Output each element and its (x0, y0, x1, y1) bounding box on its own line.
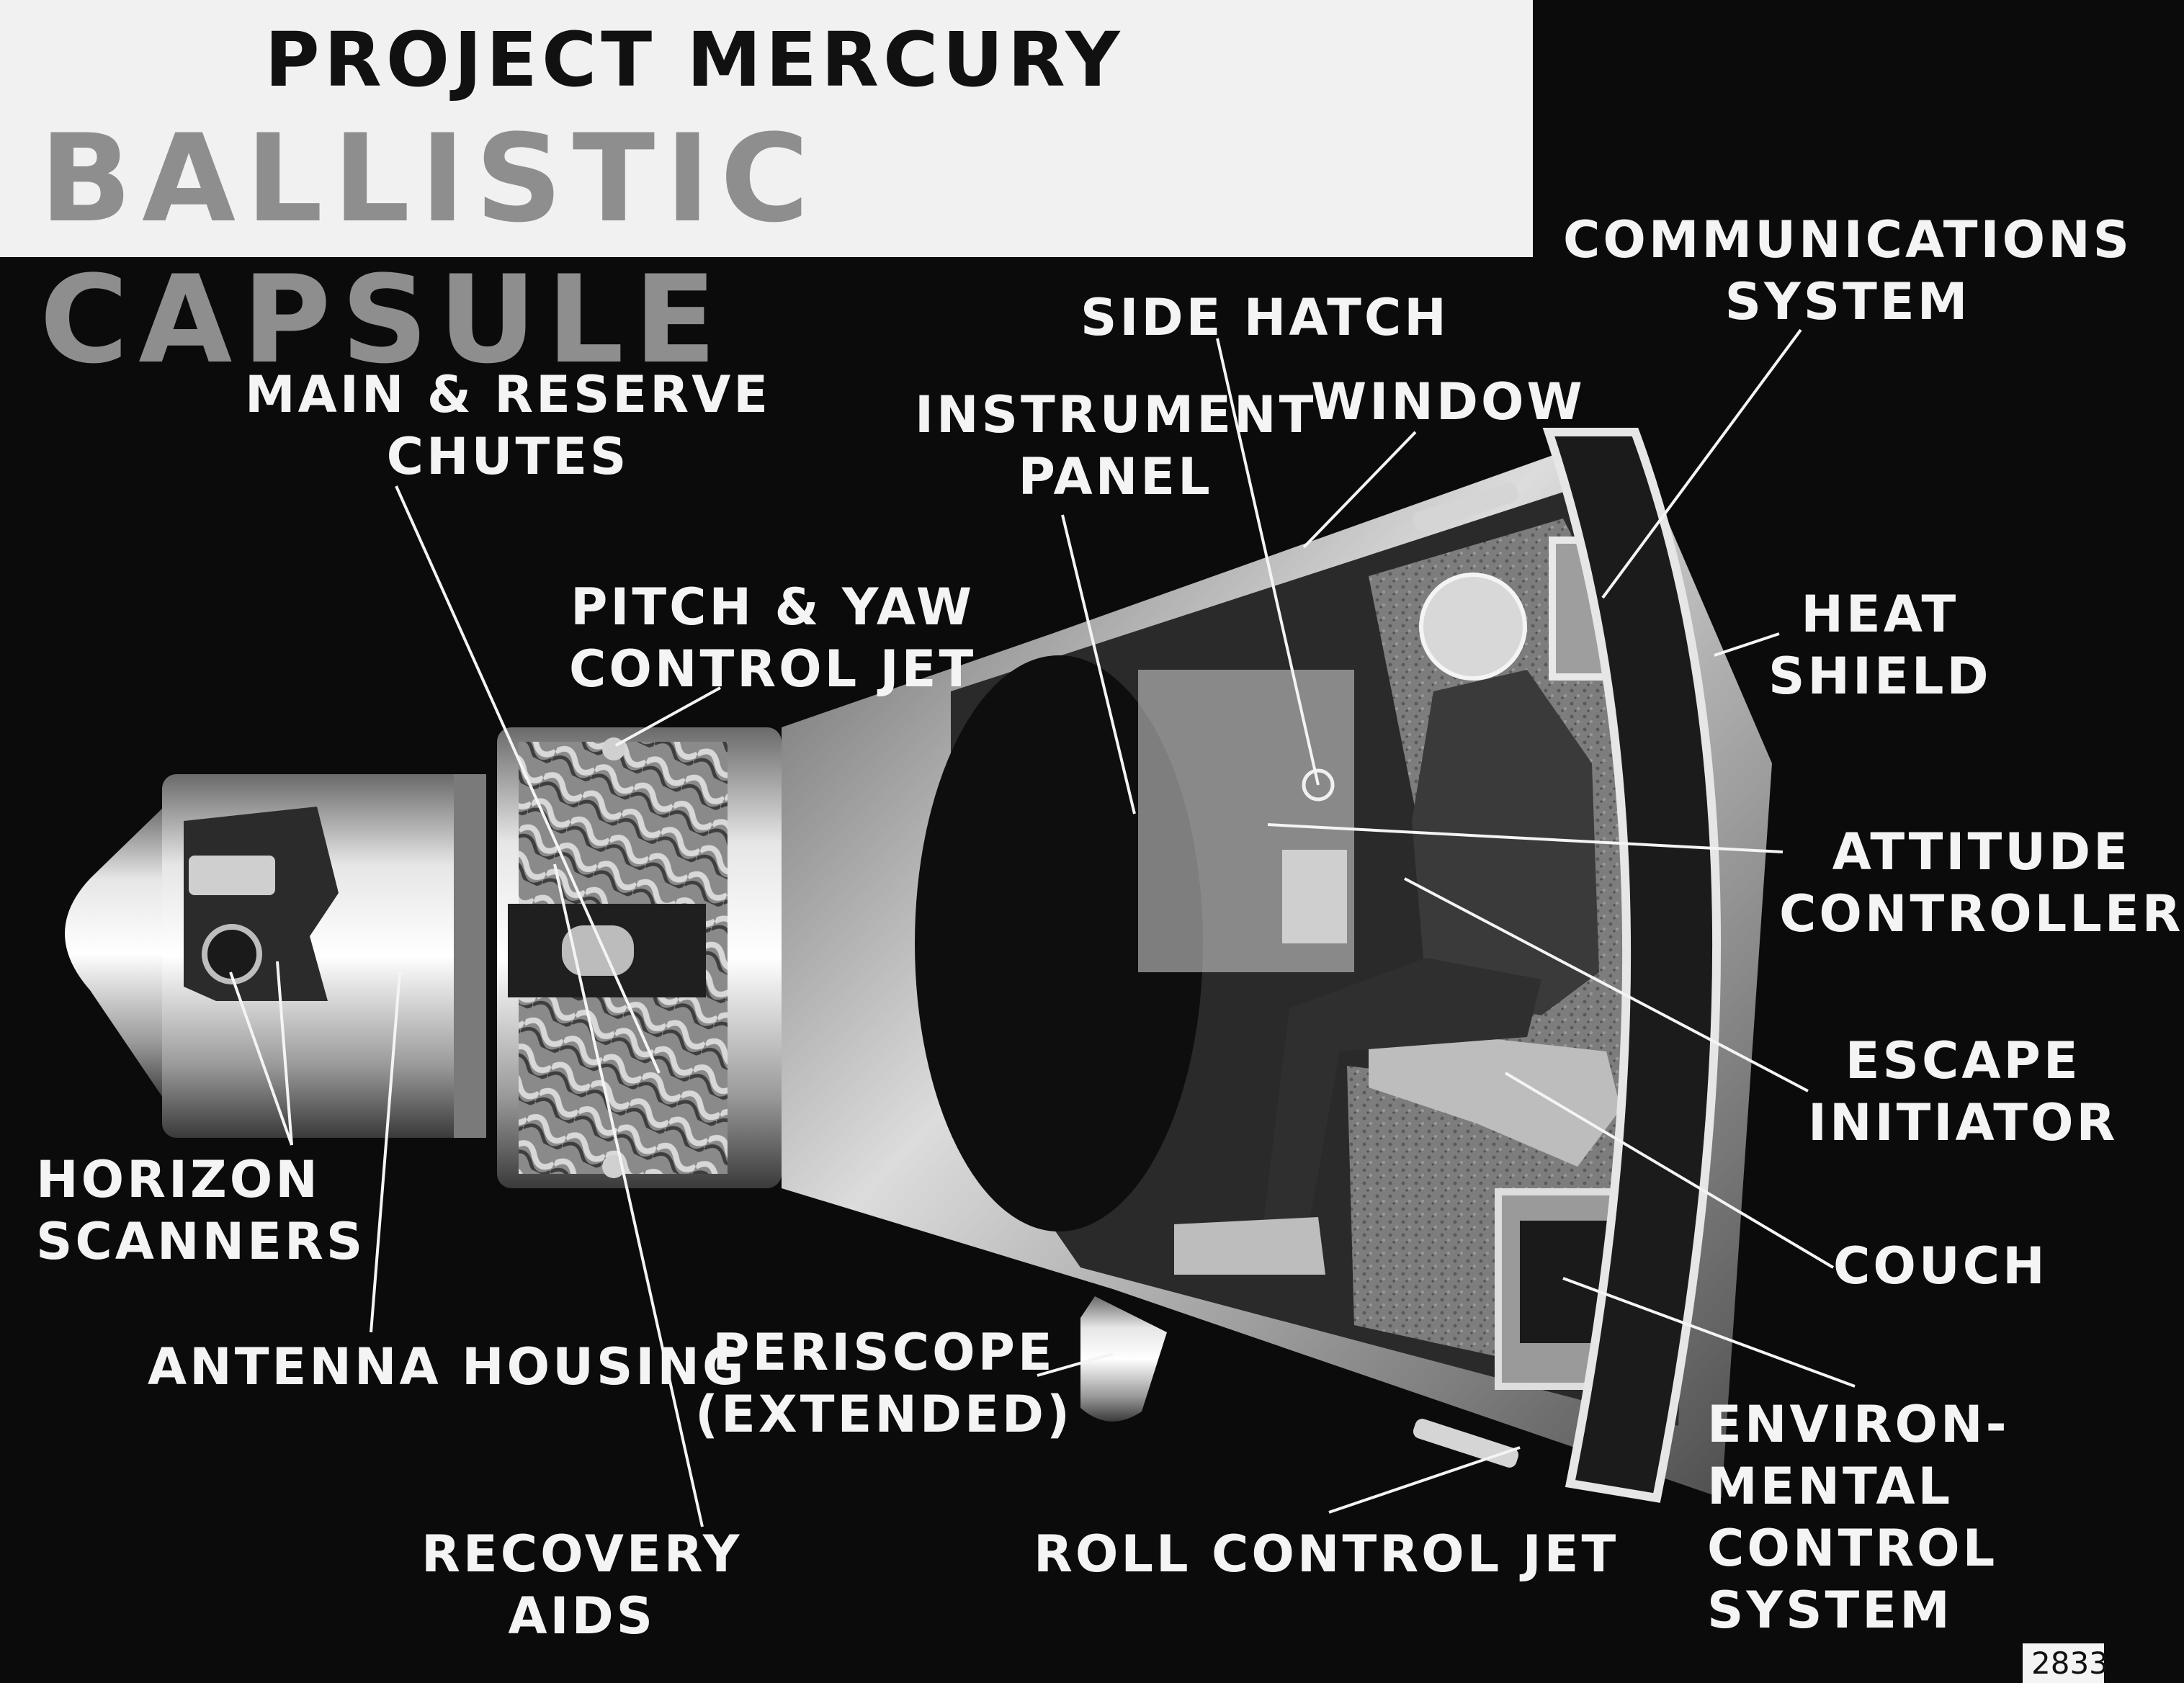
label-periscope: PERISCOPE (EXTENDED) (695, 1321, 1073, 1445)
leader-side-hatch (1216, 338, 1320, 786)
leader-roll-jet (1328, 1446, 1521, 1514)
leader-heat-shield (1714, 632, 1780, 657)
couch-shape (1369, 1030, 1621, 1167)
leader-horizon-2 (276, 961, 293, 1146)
label-communications-line1: COMMUNICATIONS (1563, 210, 2133, 269)
label-attitude-line1: ATTITUDE (1832, 822, 2131, 881)
label-environ-line2: MENTAL (1707, 1457, 1953, 1516)
astronaut-figure (1174, 573, 1599, 1275)
label-attitude-controller: ATTITUDE CONTROLLER (1779, 821, 2184, 945)
label-roll-line1: ROLL CONTROL JET (1034, 1525, 1619, 1584)
leader-instrument-panel (1061, 514, 1136, 814)
nose-section (65, 805, 166, 1102)
label-attitude-line2: CONTROLLER (1779, 884, 2184, 943)
leader-attitude (1267, 823, 1784, 853)
label-couch: COUCH (1833, 1235, 2048, 1297)
label-environmental-control-system: ENVIRON- MENTAL CONTROL SYSTEM (1707, 1393, 2010, 1641)
label-roll-control-jet: ROLL CONTROL JET (1034, 1523, 1619, 1585)
label-couch-line1: COUCH (1833, 1237, 2048, 1296)
label-instrument-panel: INSTRUMENT PANEL (915, 384, 1316, 508)
leader-chutes (395, 485, 661, 1074)
label-horizon-line1: HORIZON (36, 1150, 321, 1209)
label-horizon-line2: SCANNERS (36, 1212, 366, 1271)
label-environ-line3: CONTROL (1707, 1519, 1998, 1578)
label-communications-system: COMMUNICATIONS SYSTEM (1563, 209, 2132, 333)
label-environ-line4: SYSTEM (1707, 1581, 1953, 1640)
label-horizon-scanners: HORIZON SCANNERS (36, 1149, 365, 1273)
title-project-mercury: PROJECT MERCURY (264, 16, 1124, 104)
leader-lines (229, 328, 1856, 1527)
leader-antenna (370, 971, 401, 1333)
label-periscope-line2: (EXTENDED) (695, 1385, 1073, 1444)
periscope (1080, 1296, 1167, 1422)
leader-periscope (1037, 1352, 1114, 1377)
label-chutes-line2: CHUTES (386, 427, 630, 486)
leader-window (1302, 431, 1417, 549)
horizon-scanner-cutout (184, 807, 339, 1001)
label-escape-initiator: ESCAPE INITIATOR (1808, 1030, 2118, 1154)
leader-horizon-1 (229, 971, 293, 1146)
label-window: WINDOW (1311, 371, 1585, 433)
label-pitch-yaw-control-jet: PITCH & YAW CONTROL JET (569, 576, 976, 700)
label-window-line1: WINDOW (1311, 372, 1585, 431)
label-main-reserve-chutes: MAIN & RESERVE CHUTES (245, 364, 771, 488)
label-periscope-line1: PERISCOPE (712, 1323, 1055, 1382)
label-recovery-aids: RECOVERY AIDS (421, 1523, 742, 1647)
label-heat-shield: HEAT SHIELD (1768, 583, 1992, 707)
leader-environmental (1562, 1277, 1856, 1388)
label-escape-line1: ESCAPE (1845, 1031, 2081, 1090)
title-panel: PROJECT MERCURY BALLISTIC CAPSULE (0, 0, 1533, 390)
label-pitch-yaw-line1: PITCH & YAW (570, 578, 975, 637)
label-heat-line1: HEAT (1801, 585, 1959, 644)
leader-pitch-yaw (615, 686, 721, 747)
label-environ-line1: ENVIRON- (1707, 1395, 2010, 1454)
label-side-hatch-line1: SIDE HATCH (1080, 288, 1449, 347)
leader-escape (1404, 877, 1809, 1092)
label-antenna-line1: ANTENNA HOUSING (148, 1337, 747, 1396)
title-ballistic-capsule: BALLISTIC CAPSULE (40, 108, 820, 390)
label-side-hatch: SIDE HATCH (1080, 287, 1449, 349)
capsule-illustration (65, 328, 1856, 1527)
corner-tag: 2833 (2023, 1643, 2108, 1683)
label-instrument-line1: INSTRUMENT (915, 385, 1317, 444)
label-recovery-line1: RECOVERY (421, 1525, 743, 1584)
label-antenna-housing: ANTENNA HOUSING (148, 1336, 746, 1398)
label-communications-line2: SYSTEM (1724, 272, 1971, 331)
leader-recovery (553, 863, 704, 1527)
leader-communications (1601, 328, 1802, 599)
heat-shield (1542, 428, 1722, 1503)
label-chutes-line1: MAIN & RESERVE (245, 365, 771, 424)
label-recovery-line2: AIDS (508, 1586, 656, 1646)
label-escape-line2: INITIATOR (1808, 1093, 2118, 1152)
label-pitch-yaw-line2: CONTROL JET (569, 639, 977, 699)
label-heat-line2: SHIELD (1768, 647, 1992, 706)
leader-couch (1504, 1072, 1835, 1269)
capsule-body (65, 428, 1772, 1503)
label-instrument-line2: PANEL (1018, 447, 1213, 506)
